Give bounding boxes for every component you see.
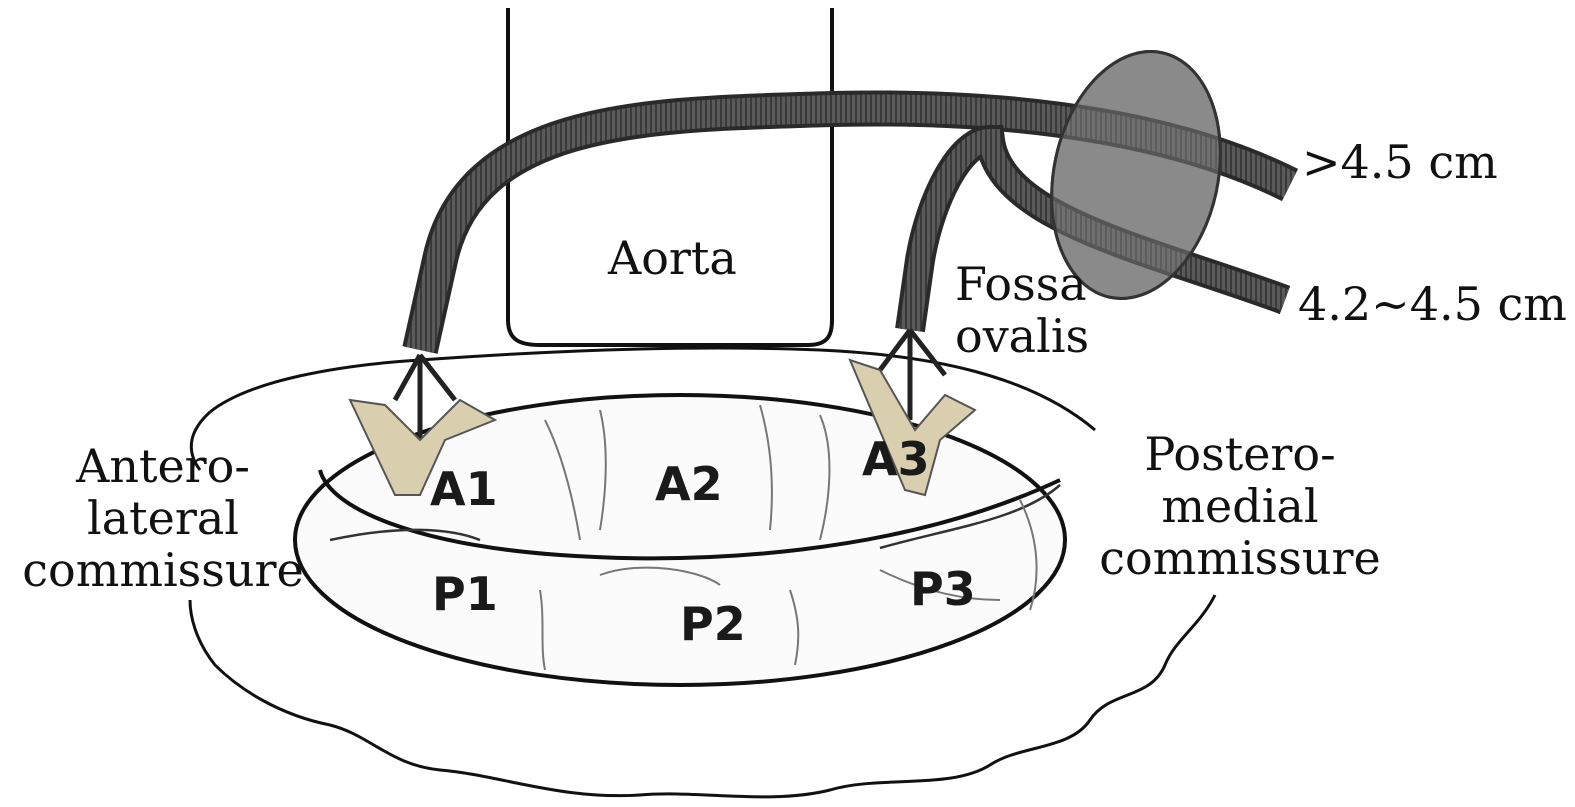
segment-p2: P2 [680,597,746,651]
anterior-leaflet-edge [318,469,1061,561]
distance-upper-label: >4.5 cm [1302,135,1498,189]
posteromedial-commissure-label: Postero- medial commissure [1095,428,1385,584]
segment-p1: P1 [432,567,498,621]
anterolateral-commissure-label: Antero- lateral commissure [18,440,308,596]
atrial-tissue-outline [188,346,1217,799]
anterolateral-line-1: Antero- [76,439,250,493]
fossa-ovalis-label: Fossa ovalis [955,258,1089,362]
segment-a1: A1 [430,462,498,516]
aorta-outline [506,8,834,347]
segment-p3: P3 [910,562,976,616]
fossa-ovalis-line-1: Fossa [955,257,1087,311]
posteromedial-line-3: commissure [1099,531,1381,585]
segment-a3: A3 [862,432,930,486]
segment-a2: A2 [655,457,723,511]
aorta-label: Aorta [608,231,737,285]
posteromedial-line-2: medial [1161,479,1319,533]
fossa-ovalis-line-2: ovalis [955,309,1090,363]
clip-a3 [848,328,977,497]
mitral-annulus-outer [293,393,1067,687]
annulus-inner-rim [329,484,1061,550]
clip-a1 [348,353,498,496]
anterolateral-line-3: commissure [22,543,304,597]
anterolateral-line-2: lateral [87,491,239,545]
distance-lower-label: 4.2~4.5 cm [1298,277,1567,331]
posteromedial-line-1: Postero- [1144,427,1336,481]
atrial-tissue-left-edge [189,410,212,471]
leaflet-folds [539,404,1038,671]
